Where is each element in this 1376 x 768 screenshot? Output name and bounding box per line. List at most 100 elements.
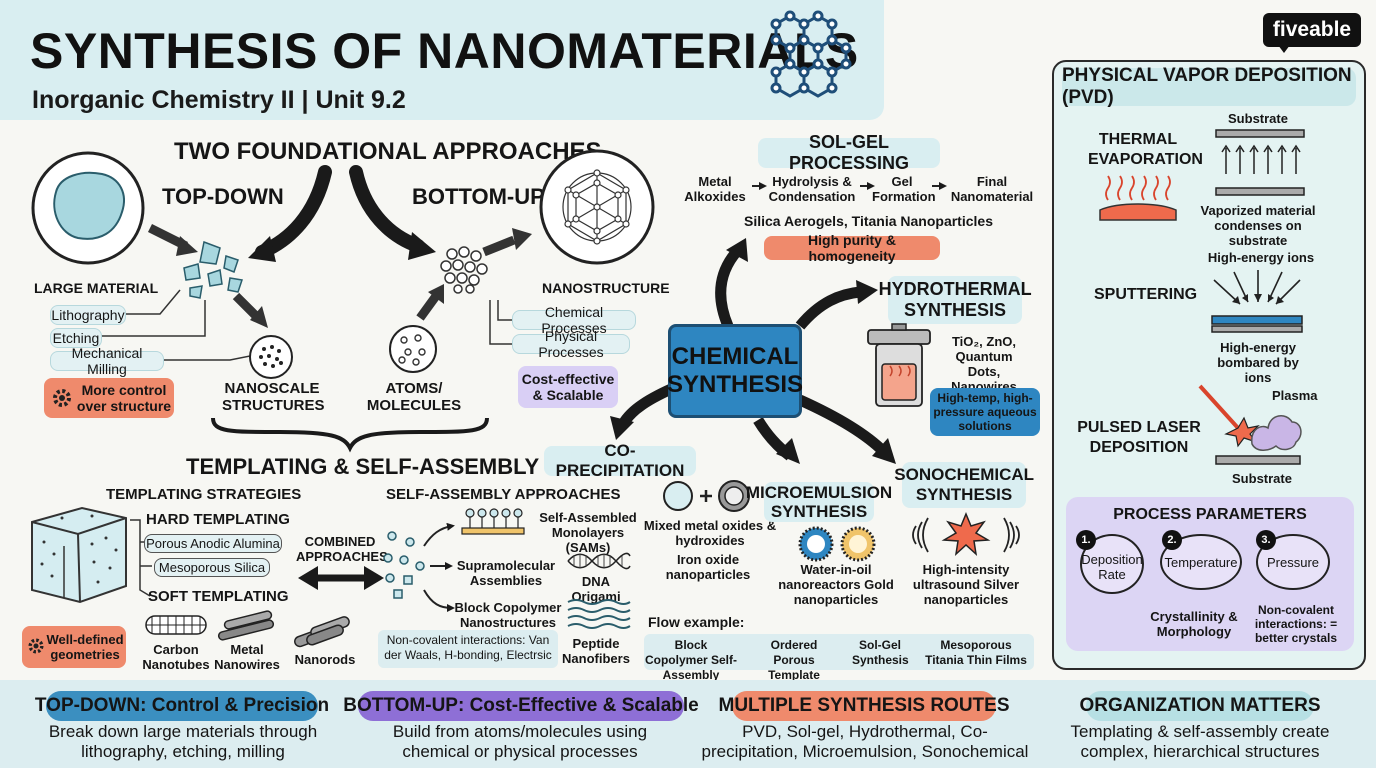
scattered-molecules-icon	[383, 531, 425, 599]
templating-benefit: Well-defined geometries	[22, 626, 126, 668]
plasma-label: Plasma	[1272, 388, 1318, 403]
carbon-nanotube-icon	[145, 615, 207, 635]
page-subtitle: Inorganic Chemistry II | Unit 9.2	[32, 86, 406, 114]
molecule-cluster-icon	[440, 246, 488, 294]
sputtering-icon	[1211, 270, 1303, 333]
self-assembly-title: SELF-ASSEMBLY APPROACHES	[386, 486, 621, 503]
footer-title-organization: ORGANIZATION MATTERS	[1080, 691, 1321, 721]
param-effect-2: Non-covalent interactions: = better crys…	[1254, 603, 1338, 645]
method-physical: Physical Processes	[512, 328, 630, 360]
hard-templating-label: HARD TEMPLATING	[146, 511, 290, 528]
param-number-2: 2.	[1162, 530, 1182, 550]
dna-icon	[567, 552, 631, 570]
mesoporous-silica: Mesoporous Silica	[154, 558, 270, 577]
microemulsion-title: MICROEMULSION SYNTHESIS	[745, 482, 893, 522]
hydrothermal-title: HYDROTHERMAL SYNTHESIS	[879, 276, 1032, 324]
metal-nanowire-icon	[217, 610, 275, 641]
top-down-benefit: More control over structure	[44, 378, 174, 418]
solgel-examples: Silica Aerogels, Titania Nanoparticles	[744, 213, 993, 229]
nanoscale-particles-icon	[249, 335, 293, 379]
porous-anodic-alumina: Porous Anodic Alumina	[144, 534, 282, 553]
method-chemical: Chemical Processes	[512, 304, 636, 336]
sams-label: Self-Assembled Monolayers (SAMs)	[539, 510, 637, 555]
param-number-3: 3.	[1256, 530, 1276, 550]
fragments-illustration	[183, 240, 243, 299]
autoclave-icon	[867, 323, 931, 407]
solgel-step-3: Gel Formation	[872, 174, 936, 204]
logo-tail	[1278, 45, 1290, 53]
param-effect-1: Crystallinity & Morphology	[1150, 609, 1238, 639]
supramolecular-label: Supramolecular Assemblies	[456, 558, 556, 588]
gear-icon	[28, 638, 44, 654]
hydrothermal-note: High-temp, high-pressure aqueous solutio…	[930, 388, 1040, 436]
coprecipitation-title: CO-PRECIPITATION	[544, 441, 696, 480]
laser-plasma-icon	[1198, 384, 1302, 465]
atoms-molecules-label: ATOMS/ MOLECULES	[366, 380, 462, 414]
footer-desc-bottom-up: Build from atoms/molecules using chemica…	[392, 722, 648, 761]
porous-template-icon	[31, 506, 127, 604]
substrate-label-1: Substrate	[1228, 111, 1288, 126]
param-deposition-rate: Deposition Rate	[1081, 552, 1143, 582]
nanostructure-illustration	[539, 149, 655, 265]
peptide-nanofibers-label: Peptide Nanofibers	[562, 636, 630, 666]
ultrasound-icon	[912, 512, 1020, 556]
ions-label: High-energy ions	[1207, 250, 1315, 265]
deposition-icon	[1215, 129, 1305, 196]
thermal-evaporation-label: THERMAL EVAPORATION	[1088, 131, 1203, 168]
footer-desc-routes: PVD, Sol-gel, Hydrothermal, Co-precipita…	[701, 722, 1029, 761]
micelle-icon	[798, 526, 876, 562]
footer-title-routes: MULTIPLE SYNTHESIS ROUTES	[719, 691, 1010, 721]
param-temperature: Temperature	[1164, 555, 1238, 570]
coprecipitation-example2: Iron oxide nanoparticles	[665, 552, 751, 582]
method-milling: Mechanical Milling	[50, 345, 164, 377]
solgel-step-4: Final Nanomaterial	[950, 174, 1034, 204]
sonochemical-examples: High-intensity ultrasound Silver nanopar…	[912, 562, 1020, 607]
soft-templating-label: SOFT TEMPLATING	[148, 588, 289, 605]
nanorods-icon	[294, 616, 350, 648]
flow-example-box	[644, 634, 1034, 670]
footer-desc-top-down: Break down large materials through litho…	[48, 722, 318, 761]
footer-desc-organization: Templating & self-assembly create comple…	[1070, 722, 1330, 761]
pld-label: PULSED LASER DEPOSITION	[1077, 419, 1201, 456]
sputter-note: High-energy bombared by ions	[1217, 340, 1299, 385]
large-material-illustration	[31, 151, 145, 265]
param-number-1: 1.	[1076, 530, 1096, 550]
coprecipitation-icon	[663, 480, 750, 512]
flow-example-label: Flow example:	[648, 614, 745, 630]
sam-icon	[461, 508, 525, 535]
gear-icon	[53, 389, 71, 407]
flow-step-4: Mesoporous Titania Thin Films	[925, 638, 1027, 667]
flow-step-2: Ordered Porous Template	[768, 638, 820, 682]
method-etching: Etching	[50, 328, 102, 348]
bottom-up-benefit: Cost-effective & Scalable	[518, 366, 618, 408]
metal-nanowires-label: Metal Nanowires	[214, 642, 280, 672]
footer-title-top-down: TOP-DOWN: Control & Precision	[35, 691, 329, 721]
page-title: SYNTHESIS OF NANOMATERIALS	[30, 23, 859, 79]
substrate-label-2: Substrate	[1232, 471, 1292, 486]
solgel-title: SOL-GEL PROCESSING	[758, 132, 940, 173]
method-lithography: Lithography	[50, 305, 126, 325]
solgel-step-2: Hydrolysis & Condensation	[768, 174, 856, 204]
thermal-note: Vaporized material condenses on substrat…	[1200, 203, 1316, 248]
footer-title-bottom-up: BOTTOM-UP: Cost-Effective & Scalable	[343, 691, 699, 721]
fiveable-logo[interactable]: fiveable	[1263, 13, 1361, 47]
interactions-box: Non-covalent interactions: Van der Waals…	[378, 630, 558, 668]
nanoscale-structures-label: NANOSCALE STRUCTURES	[222, 380, 325, 414]
coprecipitation-examples: Mixed metal oxides & hydroxides	[643, 518, 777, 548]
param-pressure: Pressure	[1266, 555, 1320, 570]
approaches-title: TWO FOUNDATIONAL APPROACHES	[174, 138, 602, 165]
hydrothermal-examples: TiO₂, ZnO, Quantum Dots, Nanowires	[951, 334, 1017, 394]
sputtering-label: SPUTTERING	[1094, 286, 1198, 303]
carbon-nanotubes-label: Carbon Nanotubes	[142, 642, 210, 672]
atoms-molecules-icon	[389, 325, 437, 373]
microemulsion-examples: Water-in-oil nanoreactors Gold nanoparti…	[778, 562, 894, 607]
peptide-nanofiber-icon	[567, 599, 631, 629]
large-material-label: LARGE MATERIAL	[34, 280, 159, 296]
pvd-title: PHYSICAL VAPOR DEPOSITION (PVD)	[1062, 65, 1356, 108]
process-parameters-title: PROCESS PARAMETERS	[1113, 506, 1307, 523]
thermal-evaporation-icon	[1099, 175, 1177, 221]
sonochemical-title: SONOCHEMICAL SYNTHESIS	[894, 462, 1034, 508]
block-copolymer-label: Block Copolymer Nanostructures	[454, 600, 562, 630]
solgel-step-1: Metal Alkoxides	[684, 174, 746, 204]
